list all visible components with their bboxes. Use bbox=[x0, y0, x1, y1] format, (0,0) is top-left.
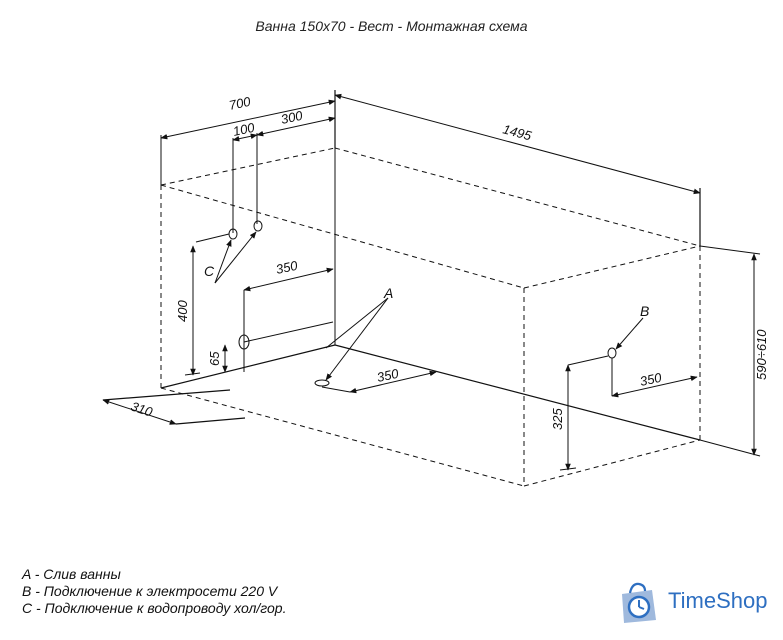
dim-100-label: 100 bbox=[232, 120, 257, 139]
legend-item-a: A - Слив ванны bbox=[22, 566, 121, 582]
dim-350-drain bbox=[321, 370, 437, 394]
drawing-title: Ванна 150х70 - Вест - Монтажная схема bbox=[255, 18, 528, 34]
bathtub-outline bbox=[160, 147, 701, 487]
water-connections bbox=[195, 220, 263, 284]
dim-400 bbox=[184, 245, 201, 376]
dim-310-label: 310 bbox=[129, 399, 155, 420]
dim-300-label: 300 bbox=[280, 108, 305, 127]
dim-700 bbox=[160, 99, 336, 185]
dim-325-label: 325 bbox=[550, 408, 565, 430]
dim-350-drain-label: 350 bbox=[376, 366, 401, 385]
bottom-right-edge bbox=[523, 439, 701, 487]
shopping-bag-clock-icon bbox=[622, 582, 656, 623]
legend-item-b: B - Подключение к электросети 220 V bbox=[22, 583, 278, 599]
water-hot-inlet bbox=[253, 220, 263, 232]
brand-name: TimeShop bbox=[668, 588, 768, 613]
floor-left-line bbox=[102, 389, 231, 401]
brand-logo: TimeShop bbox=[612, 578, 777, 626]
bath-drain bbox=[314, 297, 389, 387]
bottom-front-edge bbox=[160, 387, 525, 487]
marker-c: C bbox=[204, 263, 215, 279]
dim-310 bbox=[102, 399, 177, 425]
dim-height bbox=[699, 245, 761, 457]
electrical-socket bbox=[607, 347, 617, 359]
drain-fitting bbox=[238, 267, 334, 372]
dim-1495 bbox=[334, 93, 701, 195]
marker-a: A bbox=[383, 285, 393, 301]
dim-350-right-label: 350 bbox=[639, 370, 664, 389]
top-right-far-edge bbox=[334, 147, 701, 247]
dim-700-label: 700 bbox=[228, 94, 253, 113]
dim-65-label: 65 bbox=[207, 351, 222, 366]
dim-height-label: 590÷610 bbox=[754, 329, 769, 380]
legend-item-c: C - Подключение к водопроводу хол/гор. bbox=[22, 600, 287, 616]
dim-1495-label: 1495 bbox=[501, 121, 534, 143]
floor-wall-line bbox=[334, 344, 701, 441]
electrical-connection bbox=[559, 317, 698, 471]
marker-b: B bbox=[640, 303, 649, 319]
dim-400-label: 400 bbox=[175, 300, 190, 322]
dim-350-top-label: 350 bbox=[275, 258, 300, 277]
dim-100-300 bbox=[232, 116, 336, 233]
legend: A - Слив ванны B - Подключение к электро… bbox=[22, 566, 286, 617]
drain-hole bbox=[314, 379, 330, 387]
floor-back-line bbox=[160, 344, 336, 389]
top-left-edge bbox=[160, 184, 525, 289]
floor-310-line bbox=[175, 417, 246, 425]
top-back-edge bbox=[160, 147, 336, 186]
top-front-edge bbox=[523, 245, 701, 289]
